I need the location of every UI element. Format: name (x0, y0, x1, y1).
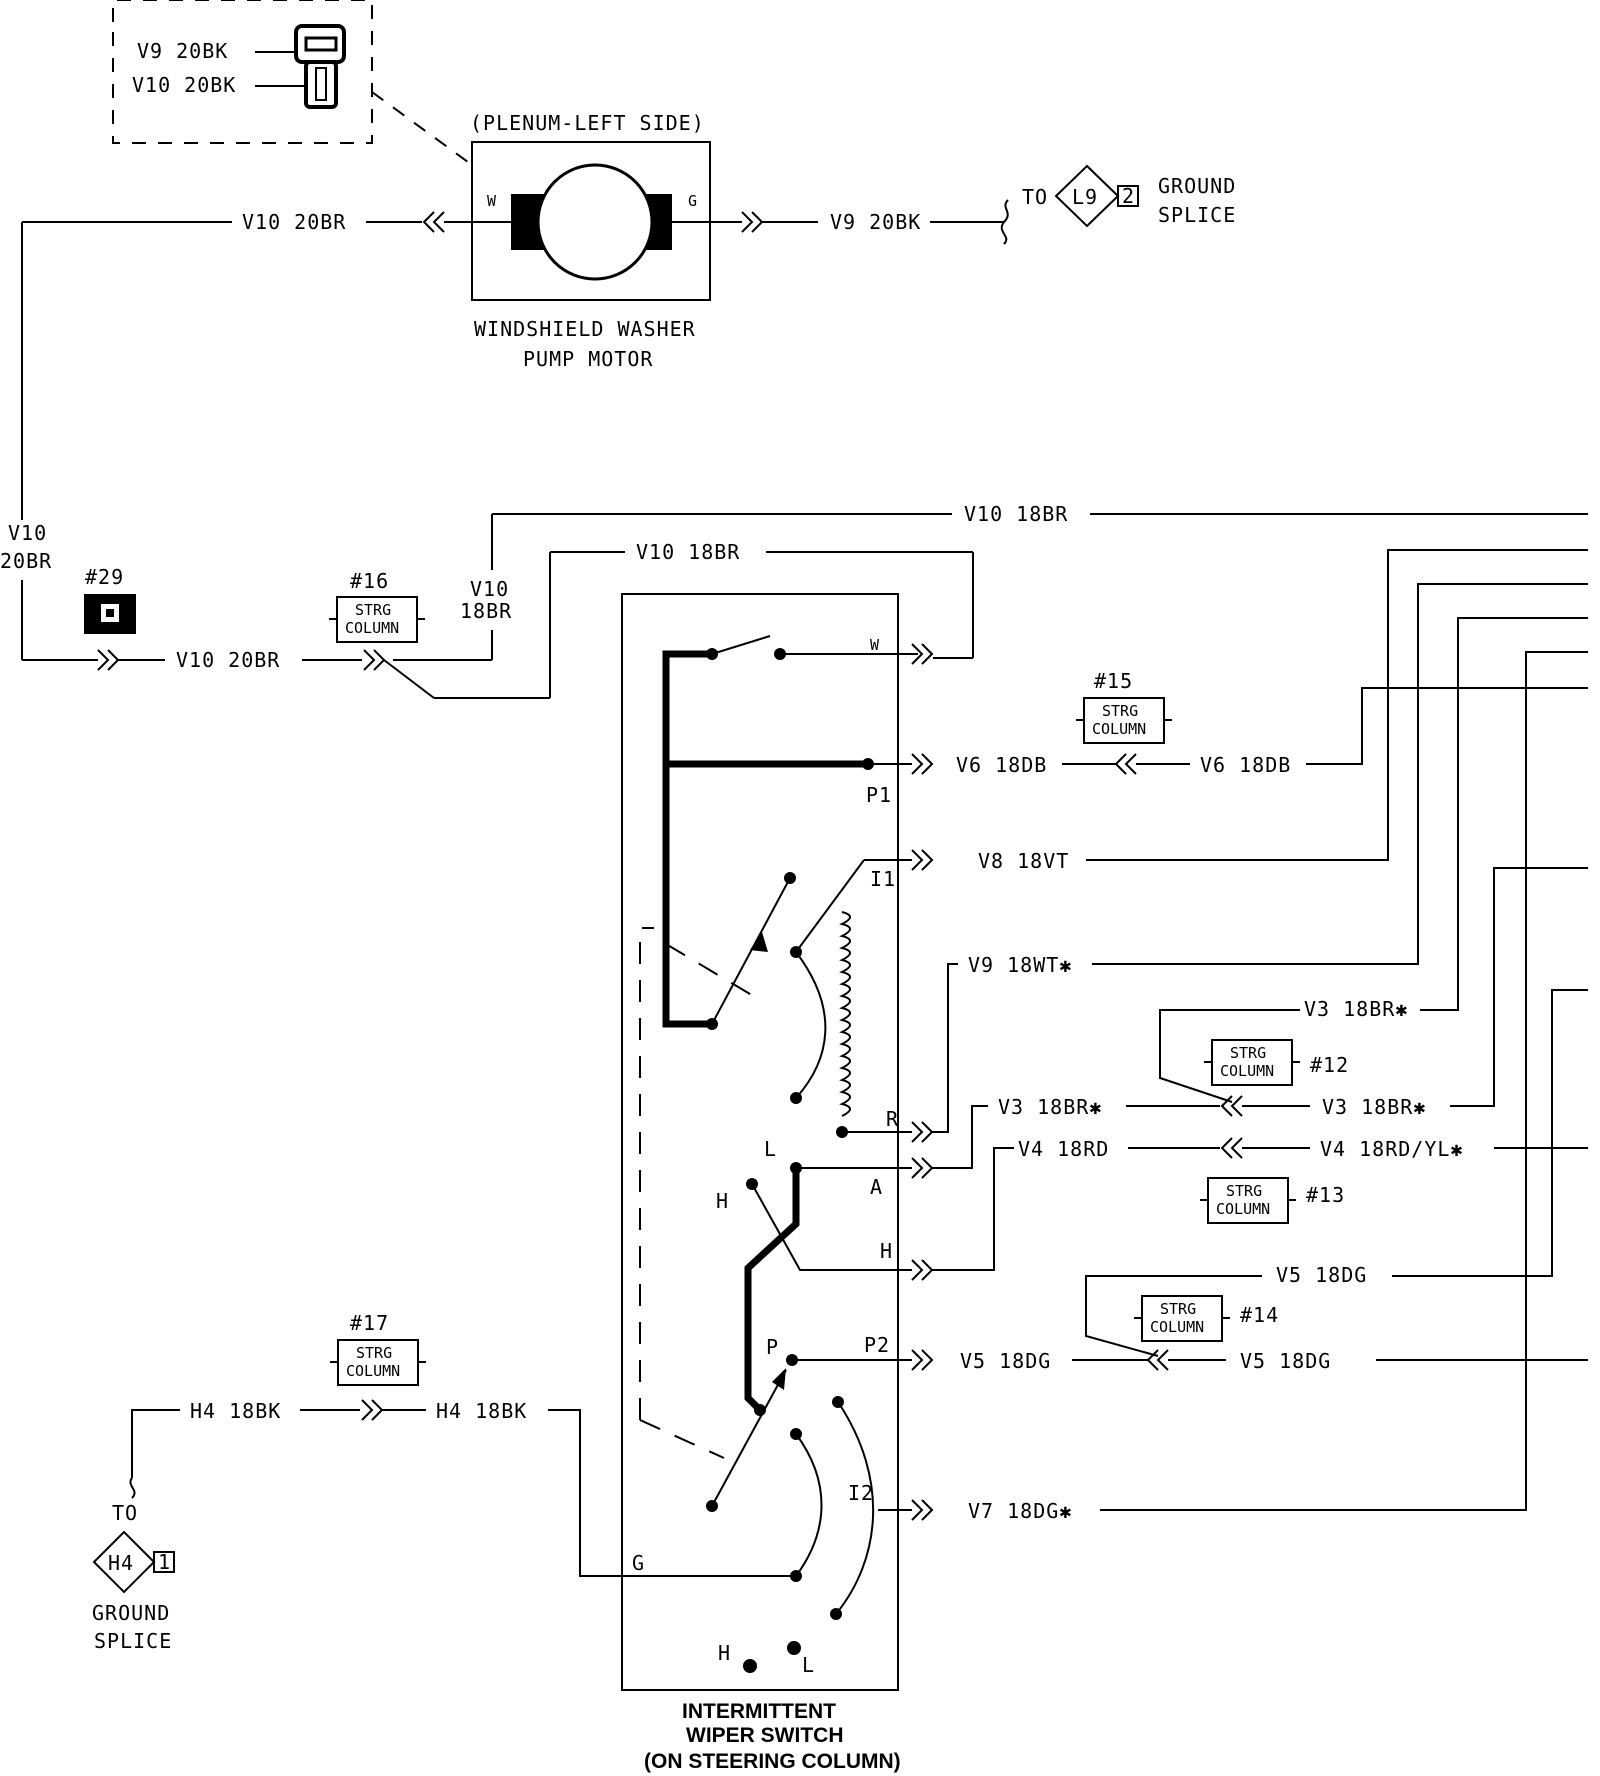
h4-line2: SPLICE (94, 1629, 172, 1653)
term-i1: I1 (870, 867, 896, 891)
connector-inset: V9 20BK V10 20BK (112, 0, 473, 166)
wire-v10-18br-inner: V10 18BR (636, 540, 740, 564)
pump-location-label: (PLENUM-LEFT SIDE) (470, 111, 705, 135)
c13-column: COLUMN (1216, 1200, 1270, 1218)
term-p2: P2 (864, 1333, 890, 1357)
ground-splice-h4: TO H4 1 GROUND SPLICE (92, 1501, 175, 1653)
wire-v10-18br-top: V10 18BR (964, 502, 1068, 526)
switch-title-line3: (ON STEERING COLUMN) (644, 1750, 901, 1773)
wire-h4-18bk-a: H4 18BK (190, 1399, 281, 1423)
l9-to-label: TO (1022, 185, 1048, 209)
pump-term-w: W (487, 192, 497, 210)
strg-column-16: #16 STRG COLUMN (329, 569, 425, 643)
term-p: P (766, 1335, 779, 1359)
wire-v8-18vt: V8 18VT (978, 849, 1069, 873)
inset-pin2-label: V10 20BK (132, 73, 236, 97)
c14-column: COLUMN (1150, 1318, 1204, 1336)
wire-v4-18rdyl: V4 18RD/YL✱ (1320, 1137, 1463, 1161)
wire-v10-vert-2: 20BR (0, 549, 52, 573)
term-r: R (886, 1107, 899, 1131)
switch-title-line2: WIPER SWITCH (686, 1724, 844, 1747)
wire-v5-18dg-a: V5 18DG (960, 1349, 1051, 1373)
term-g: G (632, 1551, 645, 1575)
term-i2: I2 (848, 1481, 874, 1505)
wire-v4-18rd: V4 18RD (1018, 1137, 1109, 1161)
c14-label: #14 (1240, 1303, 1279, 1327)
term-a: A (870, 1175, 883, 1199)
wire-h4-18bk-b: H4 18BK (436, 1399, 527, 1423)
term-h-out: H (880, 1239, 893, 1263)
wire-v5-18dg-b: V5 18DG (1240, 1349, 1331, 1373)
strg-column-17: #17 STRG COLUMN (330, 1311, 426, 1386)
l9-code: L9 (1072, 185, 1098, 209)
c12-column: COLUMN (1220, 1062, 1274, 1080)
c15-strg: STRG (1102, 702, 1138, 720)
connector-plug-icon (294, 24, 346, 109)
term-h: H (716, 1189, 729, 1213)
c13-label: #13 (1306, 1183, 1345, 1207)
pump-name-line1: WINDSHIELD WASHER (474, 317, 696, 341)
wire-v3-18br-c: V3 18BR✱ (1304, 997, 1408, 1021)
washer-pump-motor: (PLENUM-LEFT SIDE) W G WINDSHIELD WASHER… (470, 111, 711, 371)
l9-pin: 2 (1122, 184, 1135, 208)
c15-column: COLUMN (1092, 720, 1146, 738)
c15-label: #15 (1094, 669, 1133, 693)
motor-icon (536, 163, 654, 281)
wire-v10-18br-vert-2: 18BR (460, 599, 512, 623)
connector-29: #29 (84, 565, 136, 634)
wire-v3-18br-b: V3 18BR✱ (1322, 1095, 1426, 1119)
wire-v10-20br-bottom: V10 20BR (176, 648, 280, 672)
wire-v6-18db-b: V6 18DB (1200, 753, 1291, 777)
c16-label: #16 (350, 569, 389, 593)
c12-strg: STRG (1230, 1044, 1266, 1062)
c13-strg: STRG (1226, 1182, 1262, 1200)
term-w: W (870, 636, 880, 654)
intermittent-wiper-switch: W P1 I1 R L A H H P (579, 593, 933, 1773)
c17-strg: STRG (356, 1344, 392, 1362)
splice-diamond-icon (1054, 164, 1120, 228)
wire-v10-18br-vert-1: V10 (470, 577, 509, 601)
switch-title-line1: INTERMITTENT (682, 1700, 836, 1723)
c17-label: #17 (350, 1311, 389, 1335)
term-l-bottom: L (802, 1653, 815, 1677)
c16-column: COLUMN (345, 619, 399, 637)
strg-column-14: STRG COLUMN #14 (1134, 1295, 1279, 1342)
wire-v10-vert-1: V10 (8, 521, 47, 545)
c12-label: #12 (1310, 1053, 1349, 1077)
pump-term-g: G (688, 192, 697, 210)
wire-v7-18dg: V7 18DG✱ (968, 1499, 1072, 1523)
pump-name-line2: PUMP MOTOR (523, 347, 653, 371)
wire-v9-18wt: V9 18WT✱ (968, 953, 1072, 977)
strg-column-13: STRG COLUMN #13 (1200, 1177, 1345, 1224)
h4-to-label: TO (112, 1501, 138, 1525)
inset-pin1-label: V9 20BK (137, 39, 228, 63)
h4-code: H4 (108, 1551, 134, 1575)
l9-line2: SPLICE (1158, 203, 1236, 227)
wire-v10-20br-top: V10 20BR (242, 210, 346, 234)
switch-housing (621, 593, 899, 1691)
c14-strg: STRG (1160, 1300, 1196, 1318)
wire-v6-18db-a: V6 18DB (956, 753, 1047, 777)
c17-column: COLUMN (346, 1362, 400, 1380)
h4-line1: GROUND (92, 1601, 170, 1625)
c16-strg: STRG (355, 601, 391, 619)
h4-pin: 1 (158, 1550, 171, 1574)
wire-v3-18br-a: V3 18BR✱ (998, 1095, 1102, 1119)
splice-diamond-icon-h4 (92, 1530, 156, 1594)
strg-column-15: #15 STRG COLUMN (1076, 669, 1172, 744)
term-h-bottom: H (718, 1641, 731, 1665)
wire-v9-20bk: V9 20BK (830, 210, 921, 234)
strg-column-12: STRG COLUMN #12 (1204, 1039, 1349, 1086)
term-p1: P1 (866, 783, 892, 807)
wire-v5-18dg-c: V5 18DG (1276, 1263, 1367, 1287)
ground-splice-l9: TO L9 2 GROUND SPLICE (1022, 164, 1236, 228)
term-l: L (764, 1137, 777, 1161)
l9-line1: GROUND (1158, 174, 1236, 198)
c29-label: #29 (85, 565, 124, 589)
